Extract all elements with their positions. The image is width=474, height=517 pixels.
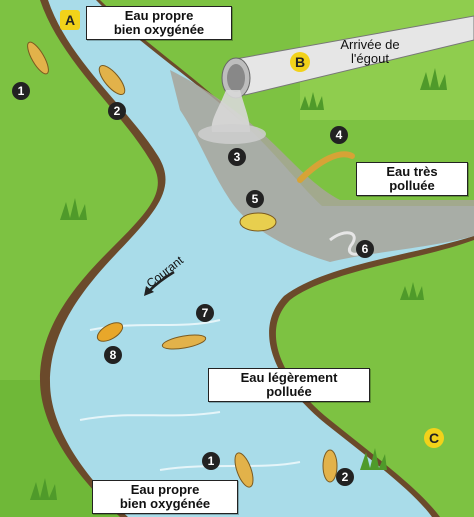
label-slightly-polluted: Eau légèrement polluée (208, 368, 370, 402)
marker-a: A (60, 10, 80, 30)
marker-b: B (290, 52, 310, 72)
organism-number-8: 8 (104, 346, 122, 364)
current-arrow-icon (140, 268, 180, 298)
label-clean-water-bottom: Eau propre bien oxygénée (92, 480, 238, 514)
marker-c: C (424, 428, 444, 448)
organism-number-1-bottom: 1 (202, 452, 220, 470)
organism-number-6: 6 (356, 240, 374, 258)
organism-number-4: 4 (330, 126, 348, 144)
organism-number-1-top: 1 (12, 82, 30, 100)
organism-number-3: 3 (228, 148, 246, 166)
organism-number-7: 7 (196, 304, 214, 322)
label-sewer-inflow: Arrivée de l'égout (322, 38, 418, 66)
organism-number-5: 5 (246, 190, 264, 208)
organism-number-2-bottom: 2 (336, 468, 354, 486)
organism-number-2-top: 2 (108, 102, 126, 120)
label-very-polluted: Eau très polluée (356, 162, 468, 196)
label-clean-water-top: Eau propre bien oxygénée (86, 6, 232, 40)
